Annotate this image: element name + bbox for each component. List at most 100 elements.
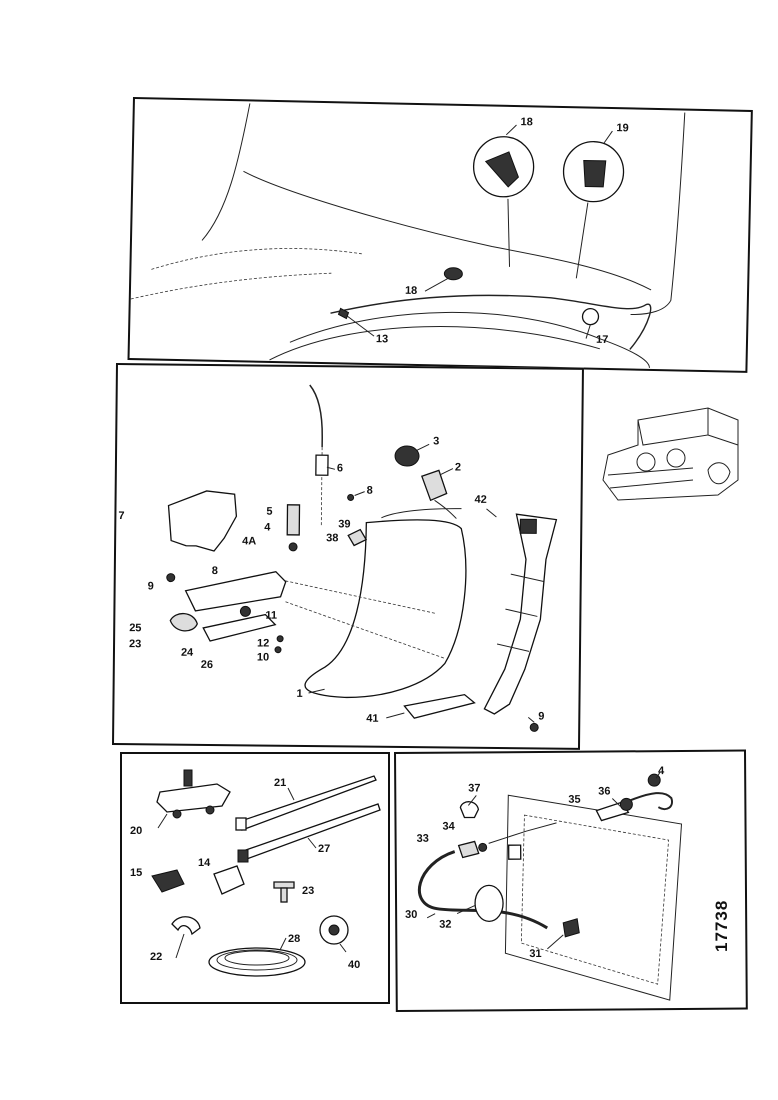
callout-label: 22 [150, 951, 163, 963]
connector-20-pin [183, 769, 193, 787]
clip-31-part [562, 918, 580, 938]
fitting-36-part [619, 797, 633, 811]
nozzle-line [488, 822, 557, 844]
leader-detail-19 [575, 202, 589, 279]
callout-label: 40 [348, 959, 361, 971]
leader-13 [346, 315, 375, 337]
leader-9b [527, 716, 535, 723]
strap-rib [505, 608, 538, 617]
clamp-22-part [171, 916, 201, 936]
callout-label: 6 [336, 462, 344, 475]
bracket-24-part [202, 613, 277, 642]
callout-label: 24 [180, 646, 194, 659]
wheel-arch-line [269, 326, 600, 361]
panel-rear-washer-installation: 4 37 36 35 34 33 30 32 31 [394, 749, 748, 1012]
grommet-40-hole [328, 924, 340, 936]
rear-window-outer [504, 794, 683, 1001]
callout-label: 3 [433, 435, 440, 448]
grommet-17-part [581, 307, 600, 326]
leader-31 [547, 934, 564, 950]
callout-label: 2 [454, 461, 462, 474]
leader-40 [339, 943, 347, 953]
cowl-dashed-line [151, 248, 362, 270]
hose-30 [418, 850, 549, 930]
connector-20-part [156, 783, 231, 813]
callout-label: 42 [474, 493, 487, 506]
leader-6 [326, 466, 336, 470]
leader-32 [456, 904, 476, 915]
windshield-base-line [243, 170, 652, 291]
clip-15-part [151, 869, 185, 893]
panel-loose-parts: 21 20 27 15 14 23 28 22 40 [120, 752, 390, 1004]
leader-19 [603, 130, 613, 144]
plate-41-part [403, 693, 476, 719]
callout-label: 30 [405, 908, 418, 921]
tube-6-part [315, 454, 329, 476]
top-panel-drawing [130, 103, 686, 368]
vehicle-location-sketch [602, 407, 739, 501]
middle-panel-drawing [166, 384, 558, 732]
callout-label: 39 [338, 518, 351, 531]
nozzle-18-part [443, 267, 463, 281]
callout-label: 35 [568, 793, 581, 806]
tie-strap-21-head [235, 817, 247, 831]
valve-4-part [288, 542, 298, 552]
clip-13-part [337, 307, 350, 320]
washer-hose [330, 294, 652, 350]
reservoir-1-body [304, 519, 467, 699]
vehicle-body-outline [602, 407, 739, 501]
bracket-part [507, 844, 522, 860]
strap-rib [510, 573, 544, 582]
callout-label: 17 [595, 333, 609, 347]
nut-11-part [239, 605, 251, 617]
callout-label: 36 [598, 785, 611, 798]
windshield-pillar-line [201, 103, 251, 241]
hose-to-4 [629, 792, 673, 811]
nozzle-detail-18 [484, 151, 519, 188]
strap-clip [519, 518, 537, 534]
bottom-left-panel-drawing [151, 769, 381, 977]
leader-28 [279, 937, 287, 951]
leader-42 [486, 508, 497, 518]
callout-label: 19 [616, 122, 629, 135]
strap-rib [496, 643, 530, 652]
leader-2 [440, 468, 454, 475]
callout-label: 4 [658, 765, 665, 778]
callout-label: 28 [288, 933, 301, 945]
headlight-left [636, 452, 656, 472]
figure-number: 17738 [712, 899, 731, 952]
hood-edge-line [630, 112, 686, 315]
callout-label: 7 [118, 510, 125, 523]
callout-label: 8 [211, 565, 219, 578]
bracket-8-part [184, 570, 287, 612]
pump-2-part [420, 469, 448, 502]
leader-41 [386, 712, 405, 719]
callout-label: 20 [130, 825, 143, 837]
leader-18a [505, 124, 517, 136]
callout-label: 12 [257, 637, 270, 650]
connector-38 [347, 528, 368, 547]
mount-dashed-2 [285, 601, 446, 659]
callout-label: 1 [296, 687, 303, 700]
tube-dashed [320, 447, 323, 528]
callout-label: 23 [128, 638, 142, 651]
cap-3-part [394, 445, 420, 467]
connector-20-leg [205, 805, 215, 815]
bumper-lines [607, 467, 694, 489]
clamp-23-part [169, 612, 198, 632]
panel-windshield-washer-nozzles: 18 19 18 17 13 [127, 97, 753, 373]
callout-label: 14 [198, 857, 211, 869]
nut-10-part [274, 646, 282, 654]
leader-4b [655, 771, 661, 779]
callout-label: 34 [442, 820, 455, 833]
washer-12-part [276, 635, 284, 643]
callout-label: 8 [366, 484, 373, 497]
callout-label: 27 [318, 843, 331, 855]
rear-window-inner [520, 814, 670, 985]
callout-label: 13 [375, 333, 389, 346]
leader-36 [611, 798, 621, 807]
leader-18b [424, 277, 450, 292]
callout-label: 25 [129, 622, 142, 635]
callout-label: 23 [302, 885, 315, 897]
filler-tube [309, 384, 323, 448]
